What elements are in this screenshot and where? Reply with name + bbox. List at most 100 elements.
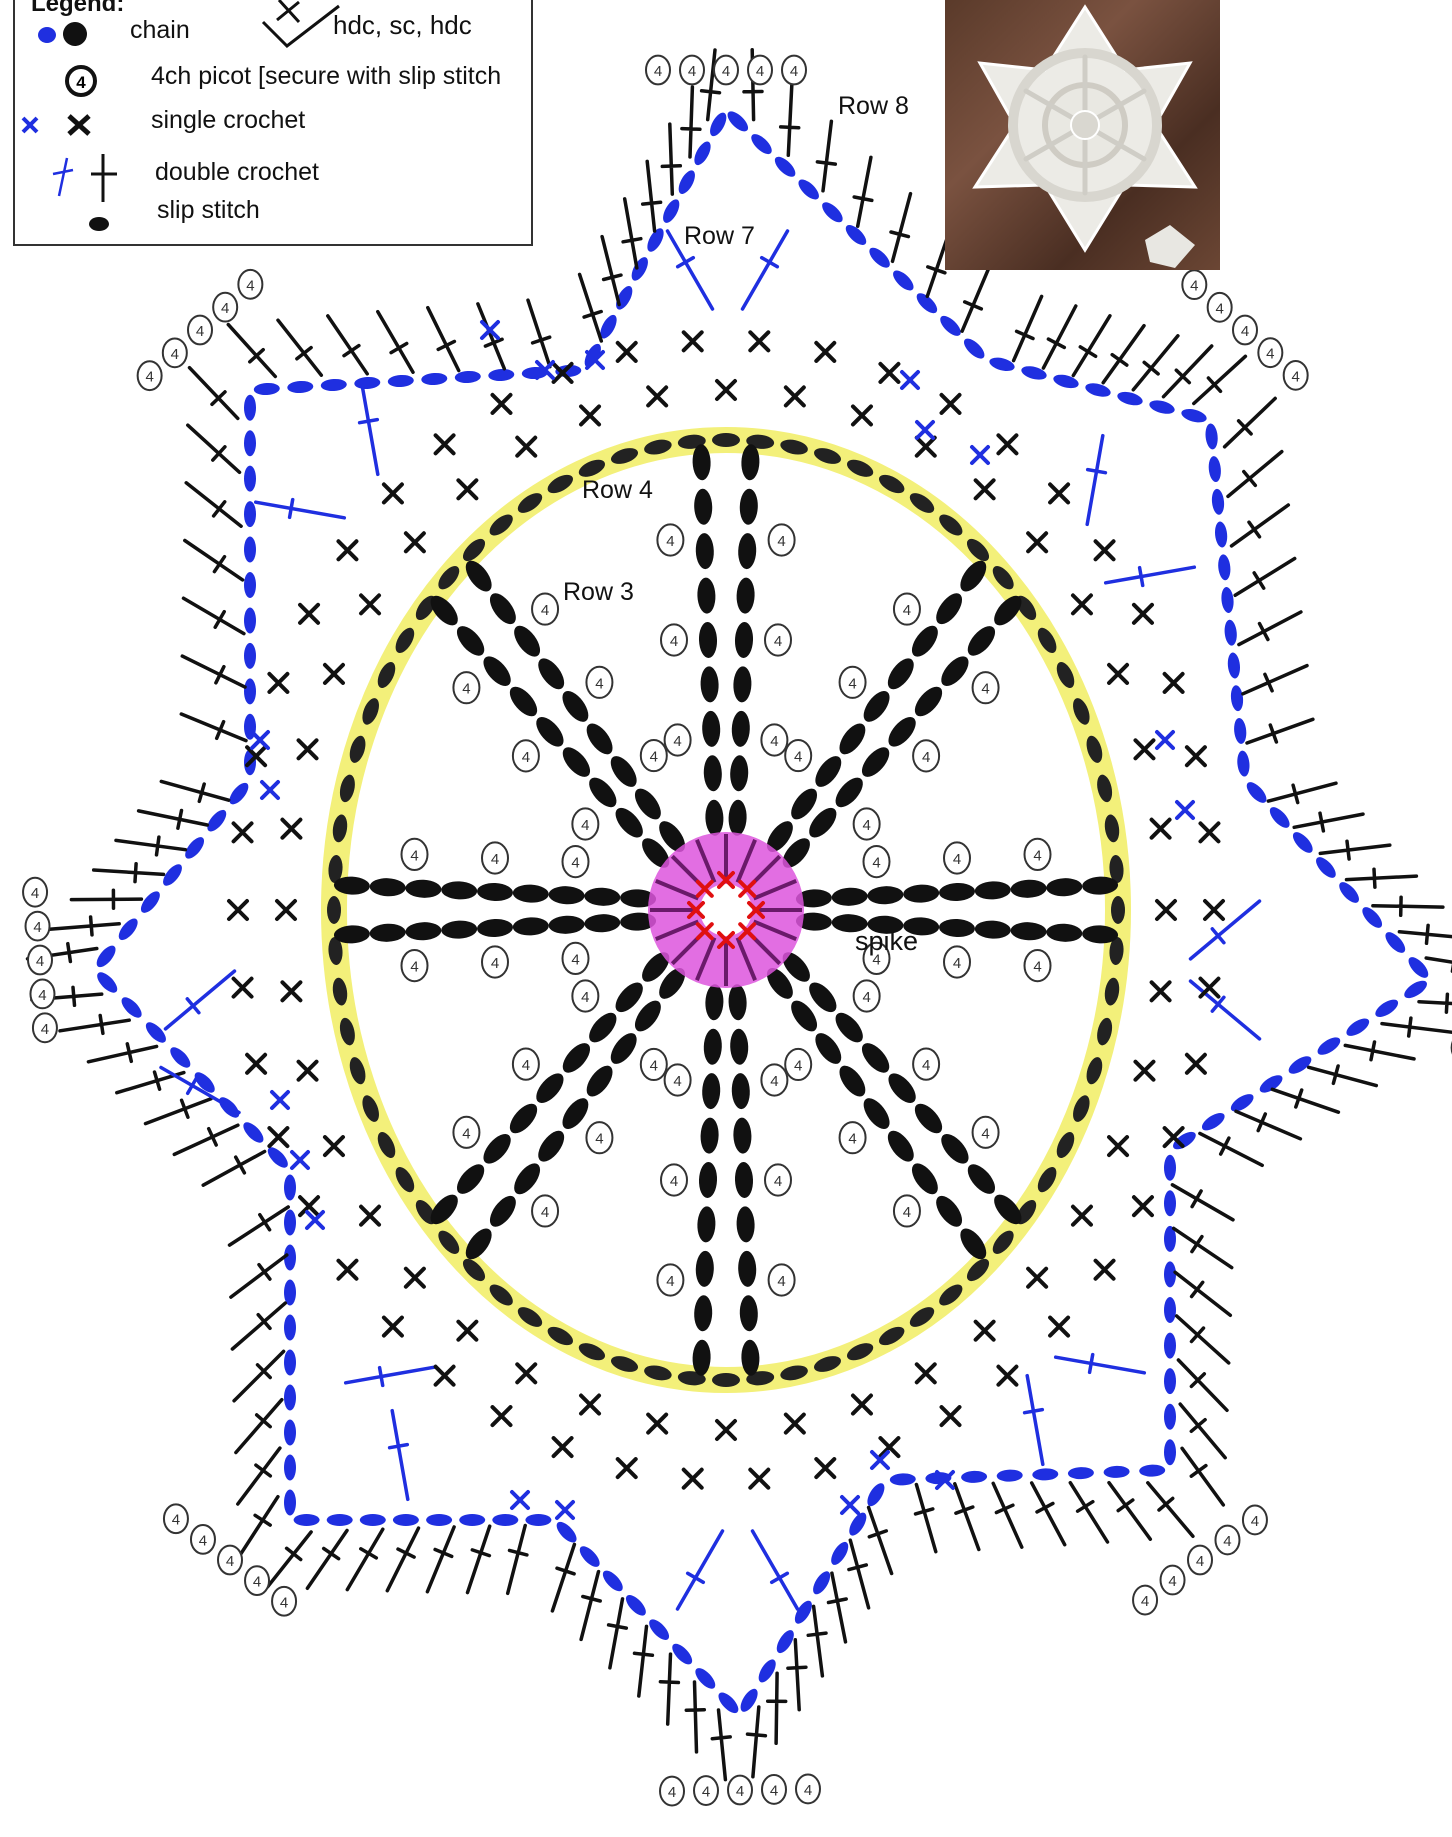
outer-chain-stitch: [1243, 779, 1269, 806]
outer-dc-stitch: [1225, 398, 1276, 446]
spoke-chain-stitch: [731, 711, 750, 748]
outer-chain-stitch: [1227, 652, 1241, 679]
outer-dc-stitch: [236, 1400, 282, 1453]
single-crochet-stitch: [1028, 533, 1046, 551]
outer-chain-stitch: [244, 501, 256, 527]
spoke-chain-stitch: [857, 743, 894, 782]
outer-chain-stitch: [1208, 456, 1222, 483]
spoke-chain-stitch: [738, 1251, 757, 1288]
spoke-picot-label: 4: [650, 749, 658, 766]
single-crochet-stitch: [853, 1396, 871, 1414]
spoke-chain-stitch: [883, 1069, 920, 1108]
spoke-picot-label: 4: [777, 533, 785, 550]
spoke-chain-stitch: [931, 589, 967, 629]
spoke-chain-stitch: [705, 799, 724, 836]
spoke-chain-stitch: [728, 799, 747, 836]
single-crochet-stitch: [581, 406, 599, 424]
single-crochet-stitch: [436, 435, 454, 453]
outer-dc-stitch: [1373, 897, 1443, 915]
spoke-chain-stitch: [582, 1061, 618, 1101]
single-crochet-stitch: [1096, 541, 1114, 559]
outer-dc-stitch: [1268, 783, 1336, 802]
outer-chain-stitch: [1336, 879, 1362, 906]
legend-chain-label: chain: [130, 16, 190, 45]
outer-dc-stitch: [238, 1448, 280, 1504]
spoke-picot-label: 4: [666, 533, 674, 550]
spoke-chain-stitch: [734, 1162, 753, 1199]
single-crochet-stitch: [1134, 1197, 1152, 1215]
single-crochet-stitch: [786, 387, 804, 405]
outer-dc-stitch: [174, 1125, 238, 1154]
outer-dc-stitch: [635, 1626, 653, 1696]
single-crochet-stitch: [1109, 665, 1127, 683]
spoke-picot-label: 4: [595, 675, 603, 692]
spoke-picot-label: 4: [774, 633, 782, 650]
spoke-chain-stitch: [963, 1160, 1000, 1199]
outer-chain-stitch: [1199, 1110, 1227, 1134]
single-crochet-stitch: [998, 1367, 1016, 1385]
outer-chain-stitch: [937, 313, 964, 340]
spoke-picot-label: 4: [491, 851, 499, 868]
spoke-chain-stitch: [859, 1094, 895, 1134]
outer-dc-stitch: [468, 1526, 490, 1592]
outer-chain-stitch: [387, 374, 414, 388]
single-crochet-stitch: [277, 901, 295, 919]
outer-chain-stitch: [244, 430, 256, 456]
single-crochet-stitch: [229, 901, 247, 919]
spoke-chain-stitch: [939, 882, 976, 902]
spoke-picot-label: 4: [595, 1131, 603, 1148]
spoke-chain-stitch: [606, 1029, 642, 1069]
blue-dc-stitch: [1087, 436, 1105, 525]
outer-chain-stitch: [244, 643, 256, 669]
outer-chain-stitch: [1236, 750, 1250, 777]
outer-dc-stitch: [1272, 1089, 1338, 1112]
outer-chain-stitch: [93, 943, 119, 971]
outer-dc-stitch: [781, 85, 799, 155]
outer-chain-stitch: [890, 1473, 916, 1486]
picot-icon: 4: [63, 64, 99, 98]
spoke-chain-stitch: [867, 885, 904, 905]
outer-chain-stitch: [724, 108, 751, 135]
tip-picot-label: 4: [1223, 1533, 1231, 1550]
spoke-chain-stitch: [939, 918, 976, 938]
spoke-chain-stitch: [505, 1099, 542, 1138]
outer-chain-stitch: [327, 1514, 353, 1526]
row4-chain-stitch: [712, 433, 740, 447]
tip-picot-label: 4: [246, 277, 254, 294]
single-crochet-stitch: [1200, 823, 1218, 841]
single-crochet-stitch: [942, 1407, 960, 1425]
spoke-chain-stitch: [478, 652, 515, 691]
blue-single-crochet: [262, 782, 278, 798]
outer-dc-stitch: [1180, 1404, 1225, 1458]
single-crochet-stitch: [325, 665, 343, 683]
spoke-picot-label: 4: [522, 1057, 530, 1074]
spoke-picot-label: 4: [581, 817, 589, 834]
outer-dc-stitch: [328, 316, 367, 374]
blue-dc-stitch: [390, 1411, 408, 1500]
outer-dc-stitch: [185, 541, 243, 580]
outer-dc-stitch: [182, 656, 245, 687]
outer-chain-stitch: [1230, 685, 1244, 712]
spoke-chain-stitch: [557, 687, 593, 727]
blue-single-crochet: [972, 447, 988, 463]
slip-stitch-icon: [87, 214, 111, 234]
spoke-chain-stitch: [697, 1206, 716, 1243]
row7-label: Row 7: [684, 222, 755, 251]
spoke-picot-label: 4: [1033, 959, 1041, 976]
single-crochet-stitch: [816, 1459, 834, 1477]
single-crochet-stitch: [750, 332, 768, 350]
outer-dc-stitch: [660, 1654, 678, 1724]
spoke-chain-stitch: [533, 1126, 569, 1166]
legend-slip-label: slip stitch: [157, 196, 260, 225]
outer-chain-stitch: [320, 378, 347, 392]
single-crochet-stitch: [361, 595, 379, 613]
outer-chain-stitch: [1164, 1190, 1176, 1216]
outer-chain-stitch: [454, 370, 481, 384]
blue-dc-stitch: [1191, 981, 1260, 1039]
spoke-chain-stitch: [1010, 879, 1047, 899]
outer-chain-stitch: [284, 1210, 296, 1236]
single-crochet-stitch: [1134, 605, 1152, 623]
outer-chain-stitch: [426, 1514, 452, 1526]
spoke-chain-stitch: [883, 1126, 919, 1166]
outer-dc-stitch: [232, 1303, 285, 1349]
